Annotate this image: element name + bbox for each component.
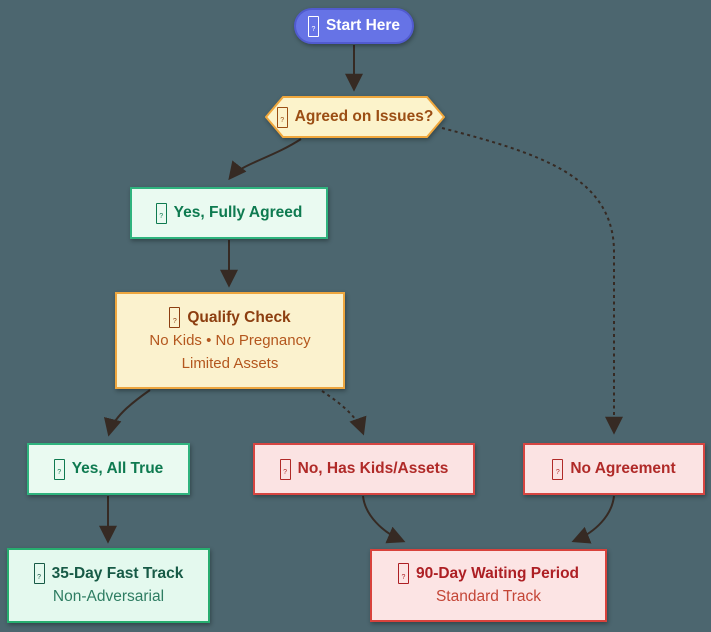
node-qualify-check-title-row: ? Qualify Check bbox=[169, 307, 291, 329]
node-start: ? Start Here bbox=[294, 8, 414, 44]
edge-qualify-check-to-no-has-kids-assets bbox=[321, 390, 367, 436]
node-fast-track-title-row: ? 35-Day Fast Track bbox=[33, 563, 184, 585]
missing-emoji-icon: ? bbox=[552, 458, 564, 480]
node-waiting-period-title-row: ? 90-Day Waiting Period bbox=[397, 563, 580, 585]
node-qualify-check-line3: Limited Assets bbox=[181, 354, 279, 372]
node-start-label: Start Here bbox=[325, 16, 401, 34]
node-waiting-period-subtitle: Standard Track bbox=[435, 588, 542, 605]
node-yes-fully-agreed: ? Yes, Fully Agreed bbox=[130, 187, 328, 239]
node-decision-label: Agreed on Issues? bbox=[294, 107, 434, 125]
hexagon-shape bbox=[265, 96, 445, 138]
node-waiting-period-title: 90-Day Waiting Period bbox=[415, 564, 580, 582]
missing-emoji-icon: ? bbox=[155, 202, 167, 224]
node-90-day-waiting-period: ? 90-Day Waiting Period Standard Track bbox=[370, 549, 607, 622]
edge-qualify-check-to-yes-all-true bbox=[103, 389, 151, 437]
node-no-has-kids-assets: ? No, Has Kids/Assets bbox=[253, 443, 475, 495]
node-decision-row: ? Agreed on Issues? bbox=[276, 106, 434, 128]
node-fast-track-subtitle: Non-Adversarial bbox=[52, 588, 165, 605]
missing-emoji-icon: ? bbox=[53, 458, 65, 480]
missing-emoji-icon: ? bbox=[397, 563, 409, 585]
node-yes-fully-agreed-label: Yes, Fully Agreed bbox=[173, 203, 303, 221]
node-no-agreement-row: ? No Agreement bbox=[552, 458, 676, 480]
node-decision-agreed-on-issues: ? Agreed on Issues? bbox=[265, 96, 445, 138]
node-qualify-check: ? Qualify Check No Kids • No Pregnancy L… bbox=[115, 292, 345, 389]
missing-emoji-icon: ? bbox=[33, 563, 45, 585]
node-yes-fully-agreed-row: ? Yes, Fully Agreed bbox=[155, 202, 303, 224]
node-no-has-kids-assets-row: ? No, Has Kids/Assets bbox=[279, 458, 449, 480]
node-yes-all-true-row: ? Yes, All True bbox=[53, 458, 164, 480]
node-no-has-kids-assets-label: No, Has Kids/Assets bbox=[297, 459, 449, 477]
missing-emoji-icon: ? bbox=[279, 458, 291, 480]
missing-emoji-icon: ? bbox=[169, 307, 181, 329]
node-fast-track-title: 35-Day Fast Track bbox=[51, 564, 184, 582]
edge-decision-to-yes-fully-agreed bbox=[228, 138, 302, 181]
node-35-day-fast-track: ? 35-Day Fast Track Non-Adversarial bbox=[7, 548, 210, 623]
node-start-row: ? Start Here bbox=[307, 15, 401, 37]
node-yes-all-true-label: Yes, All True bbox=[71, 459, 164, 477]
node-qualify-check-title: Qualify Check bbox=[187, 308, 291, 326]
missing-emoji-icon: ? bbox=[276, 106, 288, 128]
node-yes-all-true: ? Yes, All True bbox=[27, 443, 190, 495]
edge-no-has-kids-assets-to-waiting-period bbox=[362, 495, 406, 544]
edge-decision-to-no-agreement bbox=[441, 127, 623, 435]
node-no-agreement-label: No Agreement bbox=[570, 459, 676, 477]
node-no-agreement: ? No Agreement bbox=[523, 443, 705, 495]
missing-emoji-icon: ? bbox=[307, 15, 319, 37]
node-qualify-check-line2: No Kids • No Pregnancy bbox=[149, 331, 311, 349]
edge-no-agreement-to-waiting-period bbox=[571, 495, 615, 544]
